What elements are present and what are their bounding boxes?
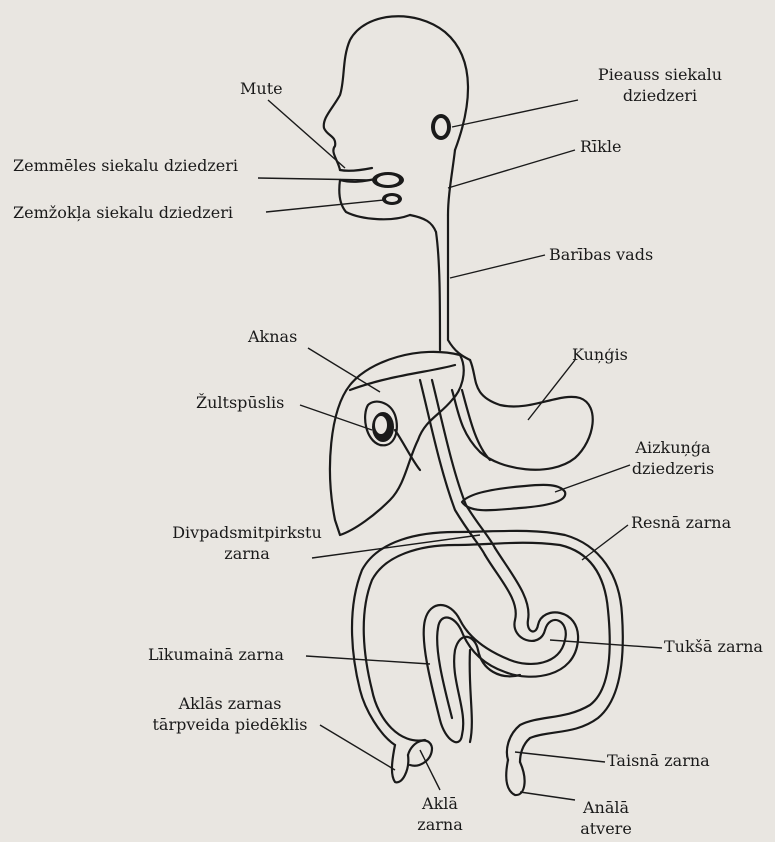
small-intestine — [424, 555, 566, 742]
label-aizkunga-line1: Aizkuņģa — [618, 437, 728, 458]
label-pieauss-line1: Pieauss siekalu — [580, 64, 740, 85]
large-intestine — [364, 543, 610, 760]
leader-aklas — [320, 725, 395, 770]
duodenum — [420, 380, 495, 555]
leader-mute — [268, 100, 345, 168]
rectum — [506, 760, 524, 795]
label-tuksa: Tukšā zarna — [664, 636, 763, 657]
leader-taisna — [515, 752, 605, 762]
label-anala-line2: atvere — [566, 818, 646, 839]
label-zemmeles: Zemmēles siekalu dziedzeri — [13, 155, 238, 176]
head-outline — [324, 16, 468, 170]
label-anala-line1: Anālā — [566, 797, 646, 818]
label-resna: Resnā zarna — [631, 512, 731, 533]
label-aknas: Aknas — [248, 326, 297, 347]
appendix — [392, 745, 408, 782]
label-divpadsmit-line1: Divpadsmitpirkstu — [152, 522, 342, 543]
label-likumaina: Līkumainā zarna — [148, 644, 284, 665]
label-anala: Anālā atvere — [566, 797, 646, 839]
leader-pieauss — [452, 100, 578, 127]
label-akla: Aklā zarna — [400, 793, 480, 835]
leader-rikle — [448, 150, 575, 188]
leader-zemzokla — [266, 200, 384, 212]
leader-resna — [582, 525, 628, 560]
label-pieauss-line2: dziedzeri — [580, 85, 740, 106]
label-aklas: Aklās zarnas tārpveida piedēklis — [140, 693, 320, 735]
label-kungis: Kuņģis — [572, 344, 628, 365]
liver — [330, 352, 464, 535]
label-pieauss: Pieauss siekalu dziedzeri — [580, 64, 740, 106]
label-taisna: Taisnā zarna — [607, 750, 710, 771]
label-aizkunga: Aizkuņģa dziedzeris — [618, 437, 728, 479]
label-baribas-vads: Barības vads — [549, 244, 653, 265]
leader-kungis — [528, 360, 575, 420]
cecum — [408, 741, 432, 766]
pancreas — [462, 485, 565, 510]
leader-tuksa — [550, 640, 662, 648]
leader-zemmeles — [258, 178, 370, 180]
label-akla-line2: zarna — [400, 814, 480, 835]
stomach — [452, 360, 593, 470]
label-aklas-line1: Aklās zarnas — [140, 693, 320, 714]
label-akla-line1: Aklā — [400, 793, 480, 814]
label-rikle: Rīkle — [580, 136, 621, 157]
leader-aknas — [308, 348, 380, 392]
label-divpadsmit: Divpadsmitpirkstu zarna — [152, 522, 342, 564]
leader-baribas — [450, 255, 545, 278]
leader-zults — [300, 405, 372, 430]
leader-likumaina — [306, 656, 430, 664]
esophagus — [436, 215, 470, 360]
label-divpadsmit-line2: zarna — [152, 543, 342, 564]
label-zemzokla: Zemžokļa siekalu dziedzeri — [13, 202, 233, 223]
label-mute: Mute — [240, 78, 283, 99]
label-zultspuslis: Žultspūslis — [196, 392, 284, 413]
label-aizkunga-line2: dziedzeris — [618, 458, 728, 479]
label-aklas-line2: tārpveida piedēklis — [140, 714, 320, 735]
